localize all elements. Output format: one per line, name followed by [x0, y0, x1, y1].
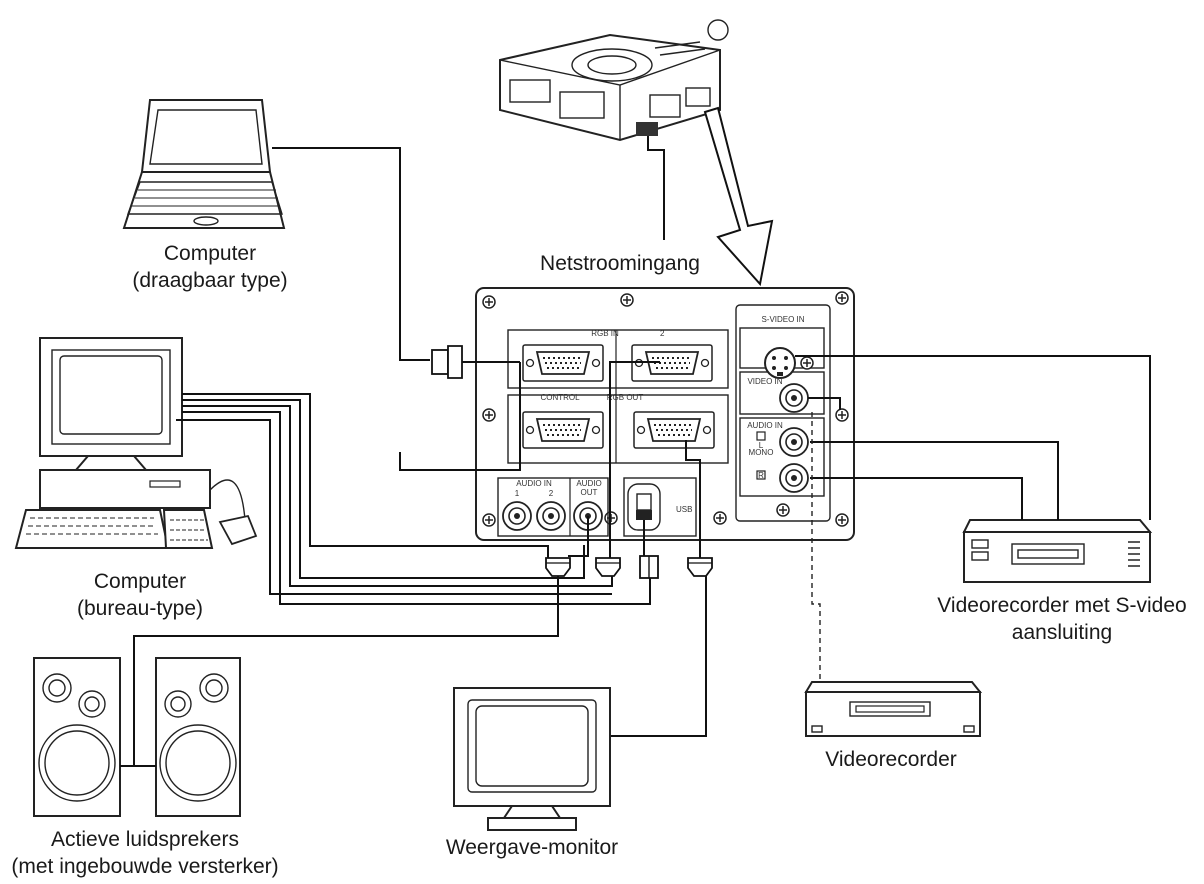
panel-label: MONO — [749, 448, 774, 457]
control-port — [522, 411, 604, 449]
desktop-label: Computer (bureau-type) — [76, 570, 204, 620]
panel-label: 1 — [515, 489, 520, 498]
laptop-icon — [122, 99, 286, 229]
audio-in-1-jack — [502, 501, 532, 531]
projector-icon — [499, 19, 729, 142]
zoom-arrow — [703, 106, 774, 287]
s-video-vcr-label: Videorecorder met S-video aansluiting — [937, 594, 1187, 644]
monitor-icon — [453, 687, 611, 831]
audio-in-2-jack — [536, 501, 566, 531]
panel-label: USB — [676, 505, 692, 514]
monitor-label: Weergave-monitor — [445, 836, 619, 859]
speaker-left-icon — [33, 657, 121, 817]
usb-plug — [639, 555, 659, 579]
panel-cable-stubs — [399, 361, 701, 558]
laptop-cable — [272, 147, 430, 361]
s-video-port — [764, 347, 796, 379]
rgb-out-plug — [687, 557, 713, 577]
audio-plug — [545, 557, 571, 577]
rgb-in-block — [507, 329, 729, 389]
panel-label: RGB IN — [591, 329, 619, 338]
panel-label: 2 — [660, 329, 665, 338]
speaker-right-icon — [155, 657, 241, 817]
desktop-cables — [176, 393, 651, 605]
laptop-label: Computer (draagbaar type) — [132, 242, 288, 292]
laptop-rgb-plug — [431, 345, 463, 379]
s-video-vcr-icon — [962, 519, 1153, 583]
vcr-optional-cable — [811, 412, 821, 682]
desktop-icon — [14, 337, 258, 549]
panel-label: VIDEO IN — [747, 377, 782, 386]
audio-in-l-jack — [779, 427, 809, 457]
power-label: Netstroomingang — [540, 252, 700, 275]
panel-label: CONTROL — [540, 393, 580, 402]
panel-label: AUDIO IN — [516, 479, 552, 488]
speaker-cable — [133, 576, 559, 766]
panel-label: AUDIO IN — [747, 421, 783, 430]
power-cable — [647, 136, 665, 240]
panel-label: RGB OUT — [607, 393, 644, 402]
vcr-icon — [804, 681, 983, 737]
vcr-label: Videorecorder — [825, 748, 957, 771]
terminal-panel: RGB IN 2 CONTROL RGB OUT AUDIO IN 1 2 AU… — [475, 287, 855, 541]
control-plug — [595, 557, 621, 577]
rgb-out-block — [507, 394, 729, 464]
panel-label: S-VIDEO IN — [761, 315, 804, 324]
panel-label: 2 — [549, 489, 554, 498]
monitor-cable — [610, 576, 707, 737]
panel-label: AUDIO — [576, 479, 601, 488]
speakers-label: Actieve luidsprekers (met ingebouwde ver… — [11, 828, 279, 878]
rgb-in-1-port — [522, 344, 604, 382]
audio-in-r-jack — [779, 463, 809, 493]
panel-label: R — [758, 471, 764, 480]
rgb-out-port — [633, 411, 715, 449]
panel-label: OUT — [581, 488, 598, 497]
panel-label: L — [759, 441, 764, 450]
video-in-jack — [779, 383, 809, 413]
s-video-vcr-cables — [795, 355, 1151, 520]
